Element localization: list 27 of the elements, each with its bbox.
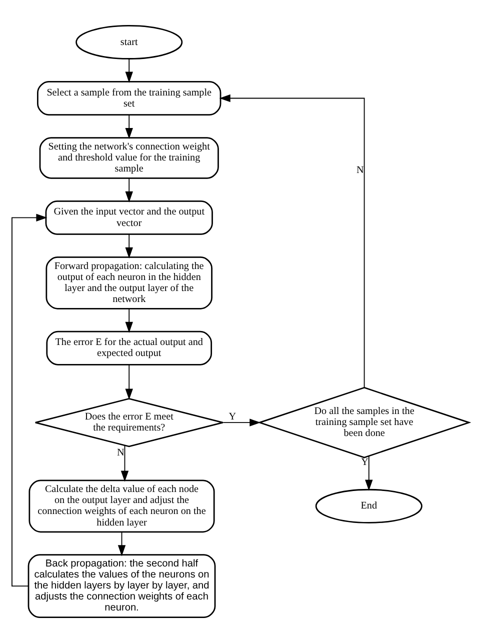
node-diamond: Does the error E meet the requirements?: [34, 398, 224, 448]
arrow: [120, 444, 129, 482]
edge-label: N: [116, 447, 124, 458]
arrow: [125, 364, 133, 400]
node-box: The error E for the actual output and expected output: [46, 330, 212, 366]
node-ellipse: End: [315, 488, 422, 524]
edge-label: Y: [361, 457, 368, 468]
arrow: [125, 234, 133, 258]
node-box: Given the input vector and the output vector: [45, 200, 213, 235]
node-box: Forward propagation: calculating the output of each neuron in the hidden layer and the output layer of the network: [46, 256, 212, 310]
node-box: Setting the network's connection weight and threshold value for the training sample: [39, 137, 219, 179]
arrow: [222, 418, 261, 426]
arrow: [125, 58, 133, 83]
edge-label: Y: [228, 412, 236, 423]
node-diamond: Do all the samples in the training sample set have been done: [257, 386, 472, 458]
arrow: [365, 456, 373, 491]
arrow: [219, 94, 365, 388]
edge-label: N: [356, 164, 364, 176]
arrow: [118, 531, 126, 556]
node-box: Calculate the delta value of each node on the output layer and adjust the connection weights of each neuron on the hidden layer: [28, 480, 215, 533]
arrow: [125, 308, 133, 333]
node-ellipse: start: [76, 24, 183, 60]
node-box: Back propagation: the second half calculates the values of the neurons on the hidden layers by layer by layer, and adjusts the connection weights of each neuron.: [28, 554, 216, 618]
arrow: [125, 114, 133, 139]
arrow: [12, 214, 48, 587]
arrow: [125, 178, 133, 202]
node-box: Select a sample from the training sample set: [37, 81, 222, 116]
